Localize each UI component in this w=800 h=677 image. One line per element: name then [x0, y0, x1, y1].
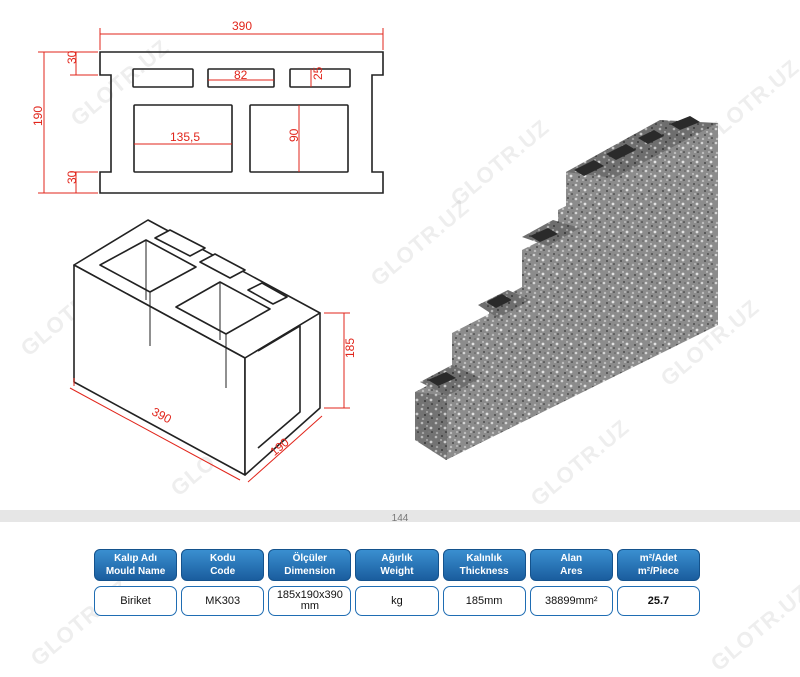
header-line: Kalıp Adı	[114, 553, 158, 564]
header-m2-piece: m²/Adet m²/Piece	[616, 549, 700, 581]
cell-code: MK303	[181, 586, 265, 616]
cell-line: kg	[391, 594, 403, 607]
dim-cavity-width-label: 135,5	[170, 130, 200, 144]
cell-mould-name: Biriket	[94, 586, 178, 616]
cell-ares: 38899mm²	[529, 586, 613, 616]
dim-slot-width-label: 82	[234, 68, 248, 82]
top-view-block	[99, 51, 384, 194]
watermark: GLOTR.UZ	[705, 579, 800, 676]
iso-view-dimensions	[69, 312, 350, 483]
cell-weight: kg	[355, 586, 439, 616]
cell-line: Biriket	[120, 594, 151, 607]
dim-edge-top-label: 30	[65, 50, 79, 64]
cell-line: 185x190x390	[276, 589, 343, 601]
page-band	[0, 510, 800, 522]
header-line: m²/Piece	[637, 566, 679, 577]
header-line: Mould Name	[105, 566, 166, 577]
stepped-wall-cavities	[428, 116, 700, 386]
cell-line: MK303	[205, 594, 241, 607]
dim-slot-height-label: 25	[311, 66, 325, 80]
header-line: Kodu	[209, 553, 236, 564]
dim-width-label: 390	[232, 19, 252, 33]
header-line: Alan	[560, 553, 583, 564]
header-line: Kalınlık	[466, 553, 502, 564]
top-view-dimensions	[38, 28, 384, 194]
header-line: Weight	[380, 566, 414, 577]
dim-height-label: 190	[31, 106, 45, 126]
technical-drawing: 390 190 30 30 82 25 135,5 90 390 190 185	[31, 19, 718, 483]
dim-cavity-height-label: 90	[287, 128, 301, 142]
iso-view-block	[73, 219, 321, 476]
header-line: Ares	[560, 566, 583, 577]
cell-line: mm	[300, 600, 320, 612]
page-number: 144	[391, 513, 409, 524]
stepped-wall-illustration	[415, 120, 718, 460]
header-line: Ağırlık	[381, 553, 413, 564]
cell-thickness: 185mm	[442, 586, 526, 616]
cell-m2-piece: 25.7	[616, 586, 700, 616]
cell-line: 25.7	[647, 594, 670, 607]
dim-edge-bottom-label: 30	[65, 170, 79, 184]
cell-line: 185mm	[465, 594, 503, 607]
header-line: Code	[210, 566, 236, 577]
header-line: Dimension	[284, 566, 336, 577]
header-line: m²/Adet	[639, 553, 678, 564]
iso-height-label: 185	[343, 338, 357, 358]
iso-view-inner-walls	[145, 240, 227, 388]
cell-line: 38899mm²	[544, 594, 598, 607]
header-line: Thickness	[459, 566, 509, 577]
header-line: Ölçüler	[292, 553, 328, 564]
